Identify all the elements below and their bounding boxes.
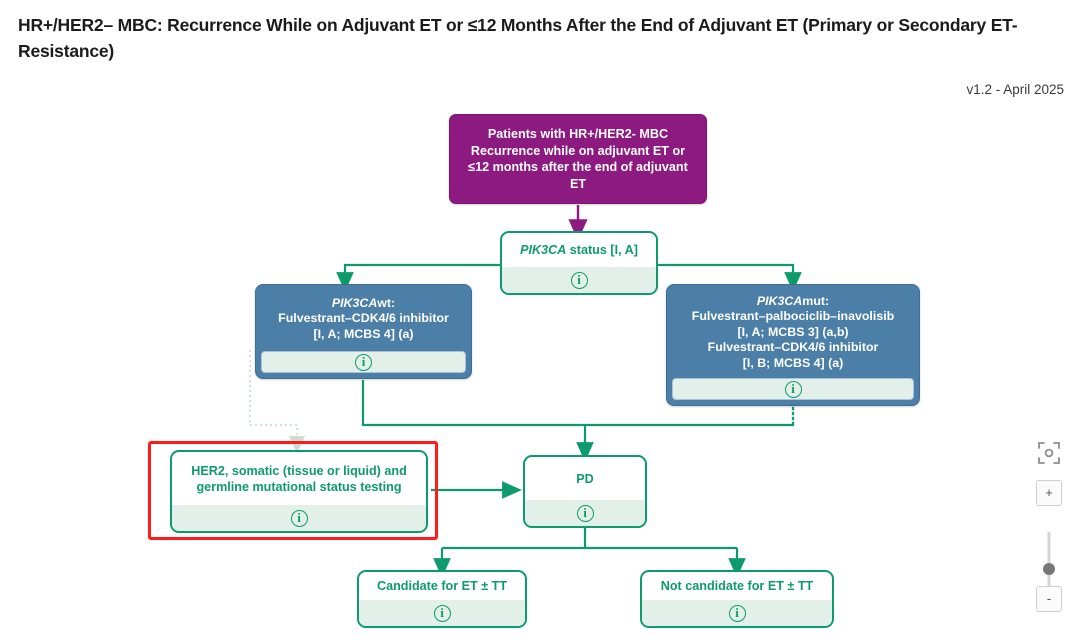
zoom-slider-thumb[interactable] (1043, 563, 1055, 575)
page-title: HR+/HER2– MBC: Recurrence While on Adjuv… (18, 15, 1018, 61)
node-pik3ca-mut-line2: Fulvestrant–palbociclib–inavolisib (691, 309, 895, 324)
info-icon[interactable]: i (576, 504, 594, 522)
infobar-pd[interactable]: i (525, 500, 645, 526)
infobar-pik3ca-wt[interactable]: i (261, 351, 466, 373)
info-icon[interactable]: i (290, 509, 308, 527)
node-candidate-label: Candidate for ET ± TT (376, 579, 508, 593)
info-icon[interactable]: i (784, 380, 802, 398)
gene-suffix-mut: mut: (802, 293, 830, 308)
fit-to-screen-icon[interactable] (1036, 440, 1062, 466)
infobar-her2-testing[interactable]: i (172, 505, 426, 531)
gene-name-pik3ca-wt: PIK3CA (331, 295, 378, 310)
node-pik3ca-wt-line2: Fulvestrant–CDK4/6 inhibitor (278, 311, 449, 326)
gene-suffix-wt: wt: (377, 295, 396, 310)
node-candidate-for-et-tt[interactable]: Candidate for ET ± TT i (357, 570, 527, 628)
info-icon[interactable]: i (433, 604, 451, 622)
info-icon[interactable]: i (728, 604, 746, 622)
infobar-pik3ca-status[interactable]: i (502, 267, 656, 293)
node-pik3ca-mut-treatment[interactable]: PIK3CAmut: Fulvestrant–palbociclib–inavo… (666, 284, 920, 406)
infobar-pik3ca-mut[interactable]: i (672, 378, 914, 400)
node-pik3ca-mut-line5: [I, B; MCBS 4] (a) (742, 355, 844, 370)
node-pik3ca-mut-line3: [I, A; MCBS 3] (a,b) (737, 324, 849, 339)
infobar-not-candidate[interactable]: i (642, 600, 832, 626)
gene-name-pik3ca: PIK3CA (520, 243, 567, 257)
viewport-controls[interactable]: + - (1032, 440, 1066, 612)
node-patients-label: Patients with HR+/HER2- MBC Recurrence w… (468, 127, 688, 191)
node-pik3ca-mut-line4: Fulvestrant–CDK4/6 inhibitor (707, 340, 879, 355)
flowchart-canvas[interactable]: Patients with HR+/HER2- MBC Recurrence w… (0, 100, 1080, 642)
node-patients-hr-her2-mbc[interactable]: Patients with HR+/HER2- MBC Recurrence w… (449, 114, 707, 204)
node-pik3ca-wt-line3: [I, A; MCBS 4] (a) (313, 326, 414, 341)
node-pik3ca-wt-treatment[interactable]: PIK3CAwt: Fulvestrant–CDK4/6 inhibitor [… (255, 284, 472, 379)
zoom-out-button[interactable]: - (1036, 586, 1062, 612)
info-icon[interactable]: i (355, 353, 372, 371)
infobar-candidate[interactable]: i (359, 600, 525, 626)
gene-name-pik3ca-mut: PIK3CA (756, 293, 803, 308)
node-pik3ca-status[interactable]: PIK3CA status [I, A] i (500, 231, 658, 295)
version-label: v1.2 - April 2025 (966, 82, 1064, 97)
info-icon[interactable]: i (570, 271, 588, 289)
node-her2-testing-label: HER2, somatic (tissue or liquid) and ger… (191, 463, 407, 494)
node-not-candidate-for-et-tt[interactable]: Not candidate for ET ± TT i (640, 570, 834, 628)
node-pik3ca-wt-label: PIK3CAwt: Fulvestrant–CDK4/6 inhibitor [… (261, 289, 466, 351)
zoom-slider[interactable]: + - (1032, 480, 1066, 612)
node-her2-mutational-status-testing[interactable]: HER2, somatic (tissue or liquid) and ger… (170, 450, 428, 533)
node-progressive-disease[interactable]: PD i (523, 455, 647, 528)
node-pik3ca-status-label: PIK3CA status [I, A] (502, 233, 656, 267)
node-pd-label: PD (576, 471, 594, 486)
flowchart-edges (249, 205, 802, 578)
node-pik3ca-mut-label: PIK3CAmut: Fulvestrant–palbociclib–inavo… (672, 289, 914, 378)
zoom-in-button[interactable]: + (1036, 480, 1062, 506)
node-pik3ca-status-rest: status [I, A] (566, 243, 638, 257)
node-not-candidate-label: Not candidate for ET ± TT (660, 579, 814, 593)
